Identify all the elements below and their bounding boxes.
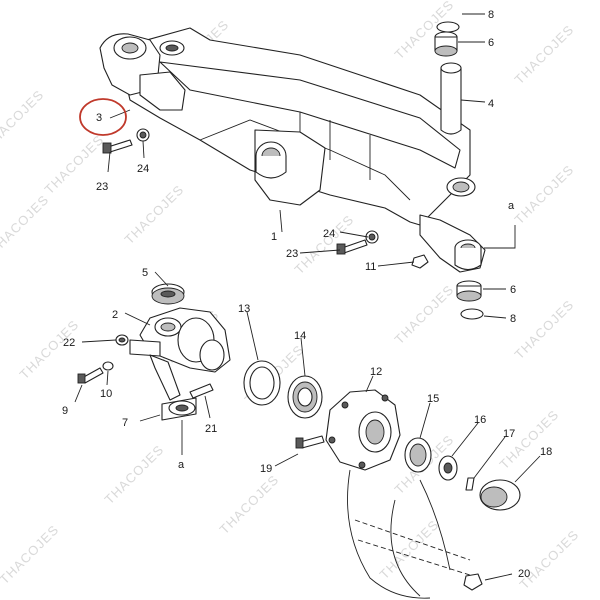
watermark-text: THACOJES (17, 317, 82, 382)
highlight-circle (79, 98, 127, 136)
callout-6-top: 6 (488, 37, 494, 49)
watermark-text: THACOJES (217, 472, 282, 537)
watermark-text: THACOJES (512, 22, 577, 87)
callout-23-right: 23 (286, 248, 298, 260)
steering-knuckle-group (77, 283, 231, 421)
callout-8-top: 8 (488, 9, 494, 21)
watermark-text: THACOJES (102, 442, 167, 507)
watermark-text: THACOJES (0, 522, 62, 587)
callout-14: 14 (294, 330, 306, 342)
cotter-pin-17 (465, 477, 475, 491)
king-pin-4 (440, 68, 462, 135)
wheel-rim (347, 469, 483, 599)
callout-11: 11 (365, 261, 376, 273)
watermark-text: THACOJES (392, 282, 457, 347)
watermark-text: THACOJES (0, 192, 52, 257)
callout-8-bottom: 8 (510, 313, 516, 325)
wheel-hub-12 (295, 389, 401, 471)
reference-a-top: a (508, 200, 515, 212)
watermark-text: THACOJES (512, 297, 577, 362)
bolt-23-right (341, 239, 368, 254)
callout-9: 9 (62, 405, 68, 417)
callout-21: 21 (205, 423, 217, 435)
callout-18: 18 (540, 446, 552, 458)
fasteners-top (102, 128, 429, 269)
callout-20: 20 (518, 568, 530, 580)
callout-15: 15 (427, 393, 439, 405)
washer-10 (102, 361, 114, 371)
o-ring-8-top (436, 21, 460, 33)
callout-2: 2 (112, 309, 118, 321)
hub-bearing-set (404, 437, 521, 511)
watermark-text: THACOJES (122, 182, 187, 247)
o-ring-8-bottom (460, 308, 484, 320)
reference-a-bottom: a (178, 459, 185, 471)
callout-3: 3 (96, 112, 102, 124)
callout-19: 19 (260, 463, 272, 475)
callout-12: 12 (370, 366, 382, 378)
callout-24-left: 24 (137, 163, 149, 175)
stud-19 (299, 435, 325, 449)
bolt-21 (189, 383, 214, 399)
callout-7: 7 (122, 417, 128, 429)
axle-housing (99, 27, 486, 273)
callout-23-left: 23 (96, 181, 108, 193)
watermark-text: THACOJES (517, 527, 582, 592)
callout-24-right: 24 (323, 228, 335, 240)
callout-13: 13 (238, 303, 250, 315)
watermark-text: THACOJES (0, 87, 47, 152)
nut-11 (411, 254, 429, 269)
watermark-text: THACOJES (377, 517, 442, 582)
callout-10: 10 (100, 388, 112, 400)
nut-20 (463, 573, 483, 591)
callout-labels: 8 6 4 3 23 24 1 24 23 11 a 6 8 5 2 22 9 … (62, 9, 552, 580)
leader-lines (74, 13, 541, 581)
watermark-text: THACOJES (292, 212, 357, 277)
seal-and-bearing (243, 360, 323, 419)
callout-16: 16 (474, 414, 486, 426)
watermark-text: THACOJES (512, 162, 577, 227)
callout-22: 22 (63, 337, 75, 349)
callout-6-bottom: 6 (510, 284, 516, 296)
king-pin-set (434, 21, 484, 320)
callout-17: 17 (503, 428, 515, 440)
callout-1: 1 (271, 231, 277, 243)
bolt-23-left (107, 139, 133, 153)
callout-5: 5 (142, 267, 148, 279)
callout-4: 4 (488, 98, 494, 110)
